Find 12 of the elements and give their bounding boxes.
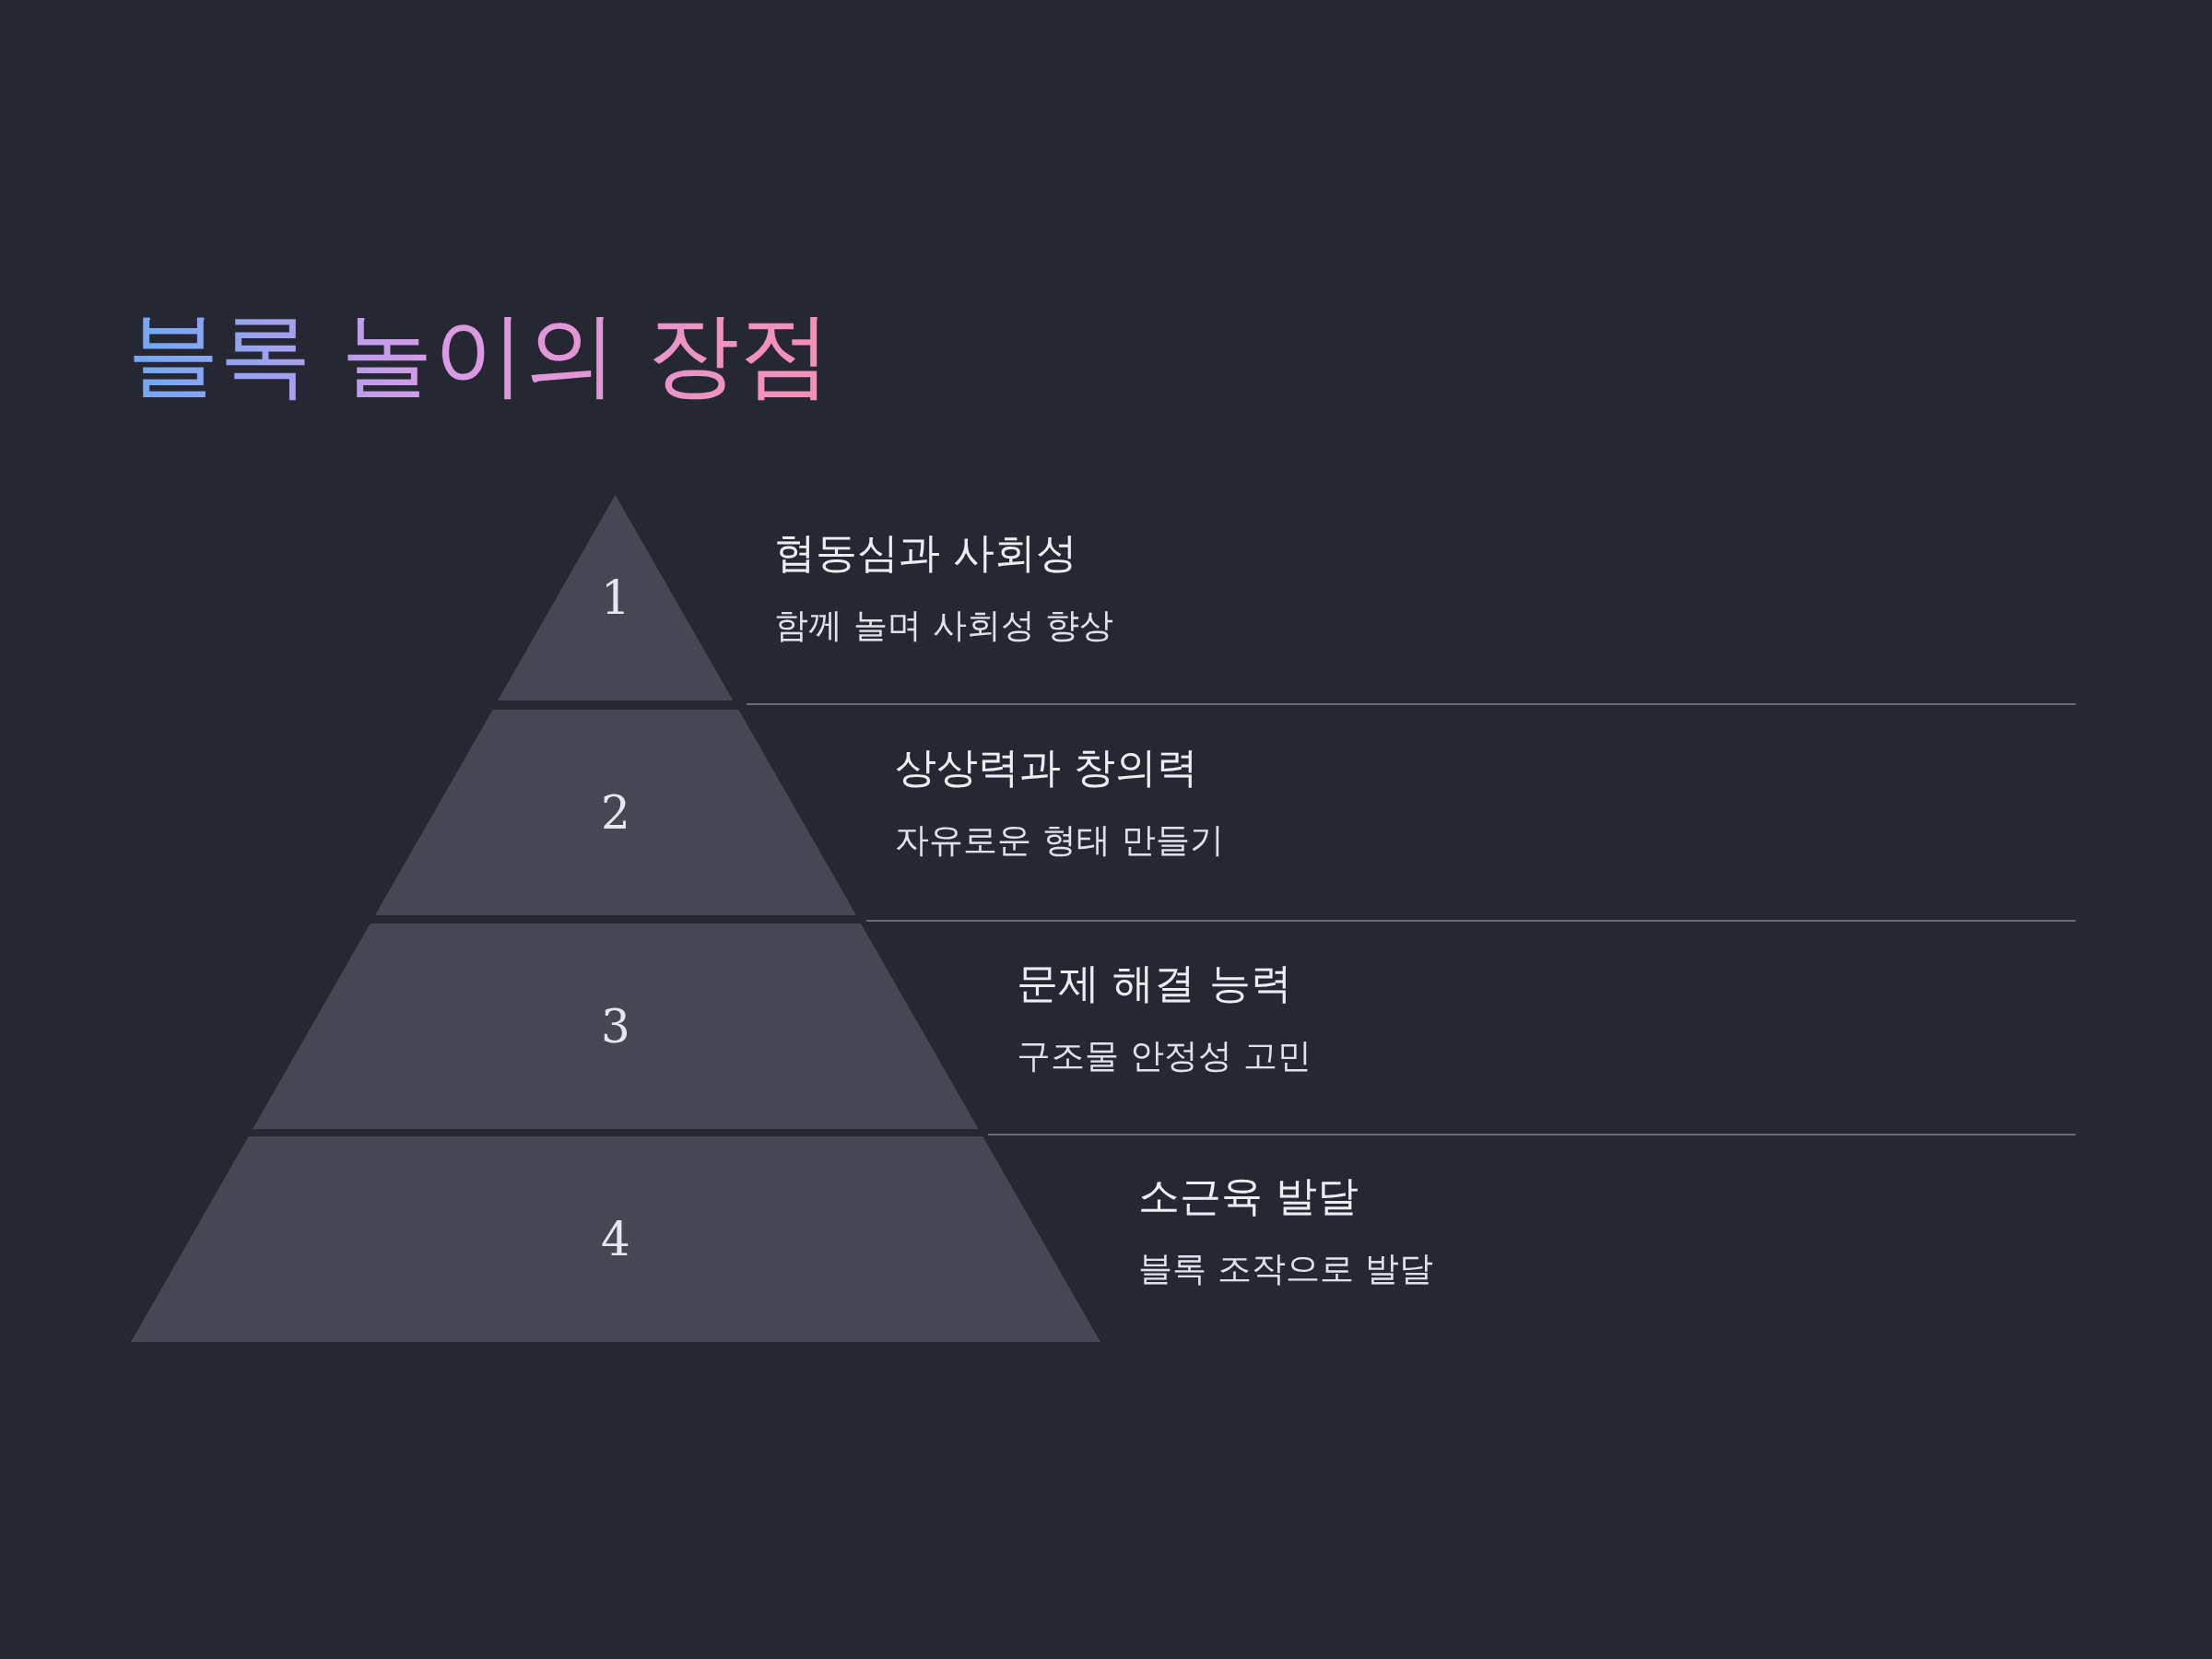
tier-description: 구조물 안정성 고민	[1017, 1035, 1312, 1077]
tier-number: 1	[601, 571, 630, 625]
tier-heading: 협동심과 사회성	[774, 527, 1078, 579]
tier-description: 함께 놀며 사회성 향상	[774, 605, 1114, 647]
tier-heading: 문제 해결 능력	[1017, 958, 1292, 1009]
tier-number: 2	[601, 785, 630, 840]
tier-description: 블록 조작으로 발달	[1138, 1248, 1433, 1290]
tier-number: 3	[601, 999, 630, 1053]
tier-heading: 소근육 발달	[1138, 1171, 1359, 1222]
tier-heading: 상상력과 창의력	[895, 742, 1199, 794]
tier-description: 자유로운 형태 만들기	[895, 819, 1224, 862]
tier-number: 4	[601, 1212, 630, 1266]
